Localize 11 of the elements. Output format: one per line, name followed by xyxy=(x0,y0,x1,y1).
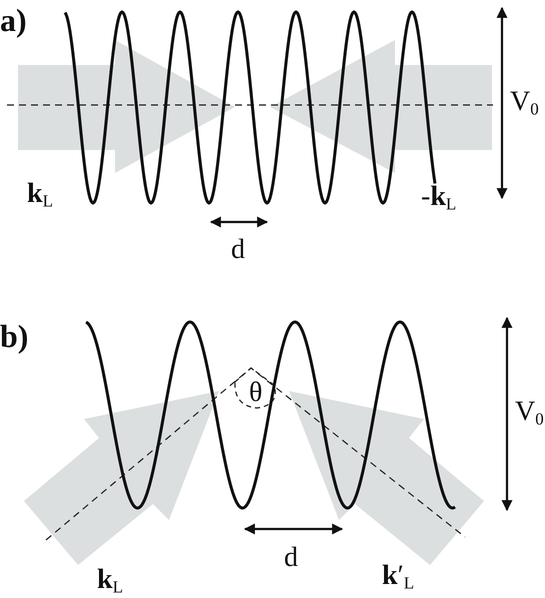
spacing-label: d xyxy=(284,544,298,572)
wavevector-label: -k$_{L}$ xyxy=(421,183,456,212)
wavevector-label: k$_{L}$ xyxy=(27,180,53,210)
spacing-label: d xyxy=(231,236,245,264)
wavevector-label: k$_{L}$ xyxy=(97,566,123,596)
panel-label: b) xyxy=(0,320,28,352)
potential-label: V$_{0}$ xyxy=(510,88,539,118)
wavevector-label: k′$_{L}$ xyxy=(382,562,414,592)
panel-label: a) xyxy=(0,4,27,36)
potential-label: V$_{0}$ xyxy=(515,398,544,428)
angle-label: θ xyxy=(249,379,262,407)
